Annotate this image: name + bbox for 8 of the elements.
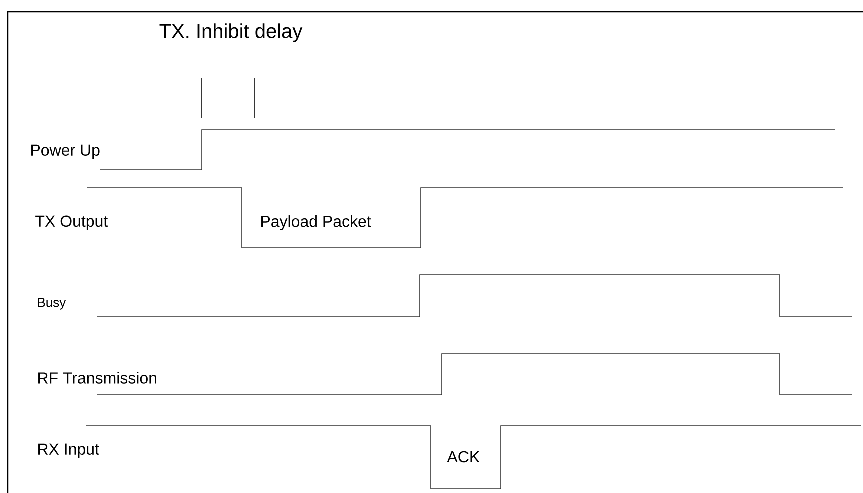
signal-label: TX. Inhibit delay — [160, 24, 303, 42]
signal-label: Power Up — [32, 144, 100, 160]
signal-label: ACK — [447, 451, 480, 463]
signal-label: Busy — [38, 298, 66, 310]
signal-label: Payload Packet — [262, 216, 372, 230]
signal-label: RX Input — [38, 444, 100, 458]
signal-label: TX Output — [36, 216, 108, 230]
signal-label: RF Transmission — [38, 372, 156, 384]
